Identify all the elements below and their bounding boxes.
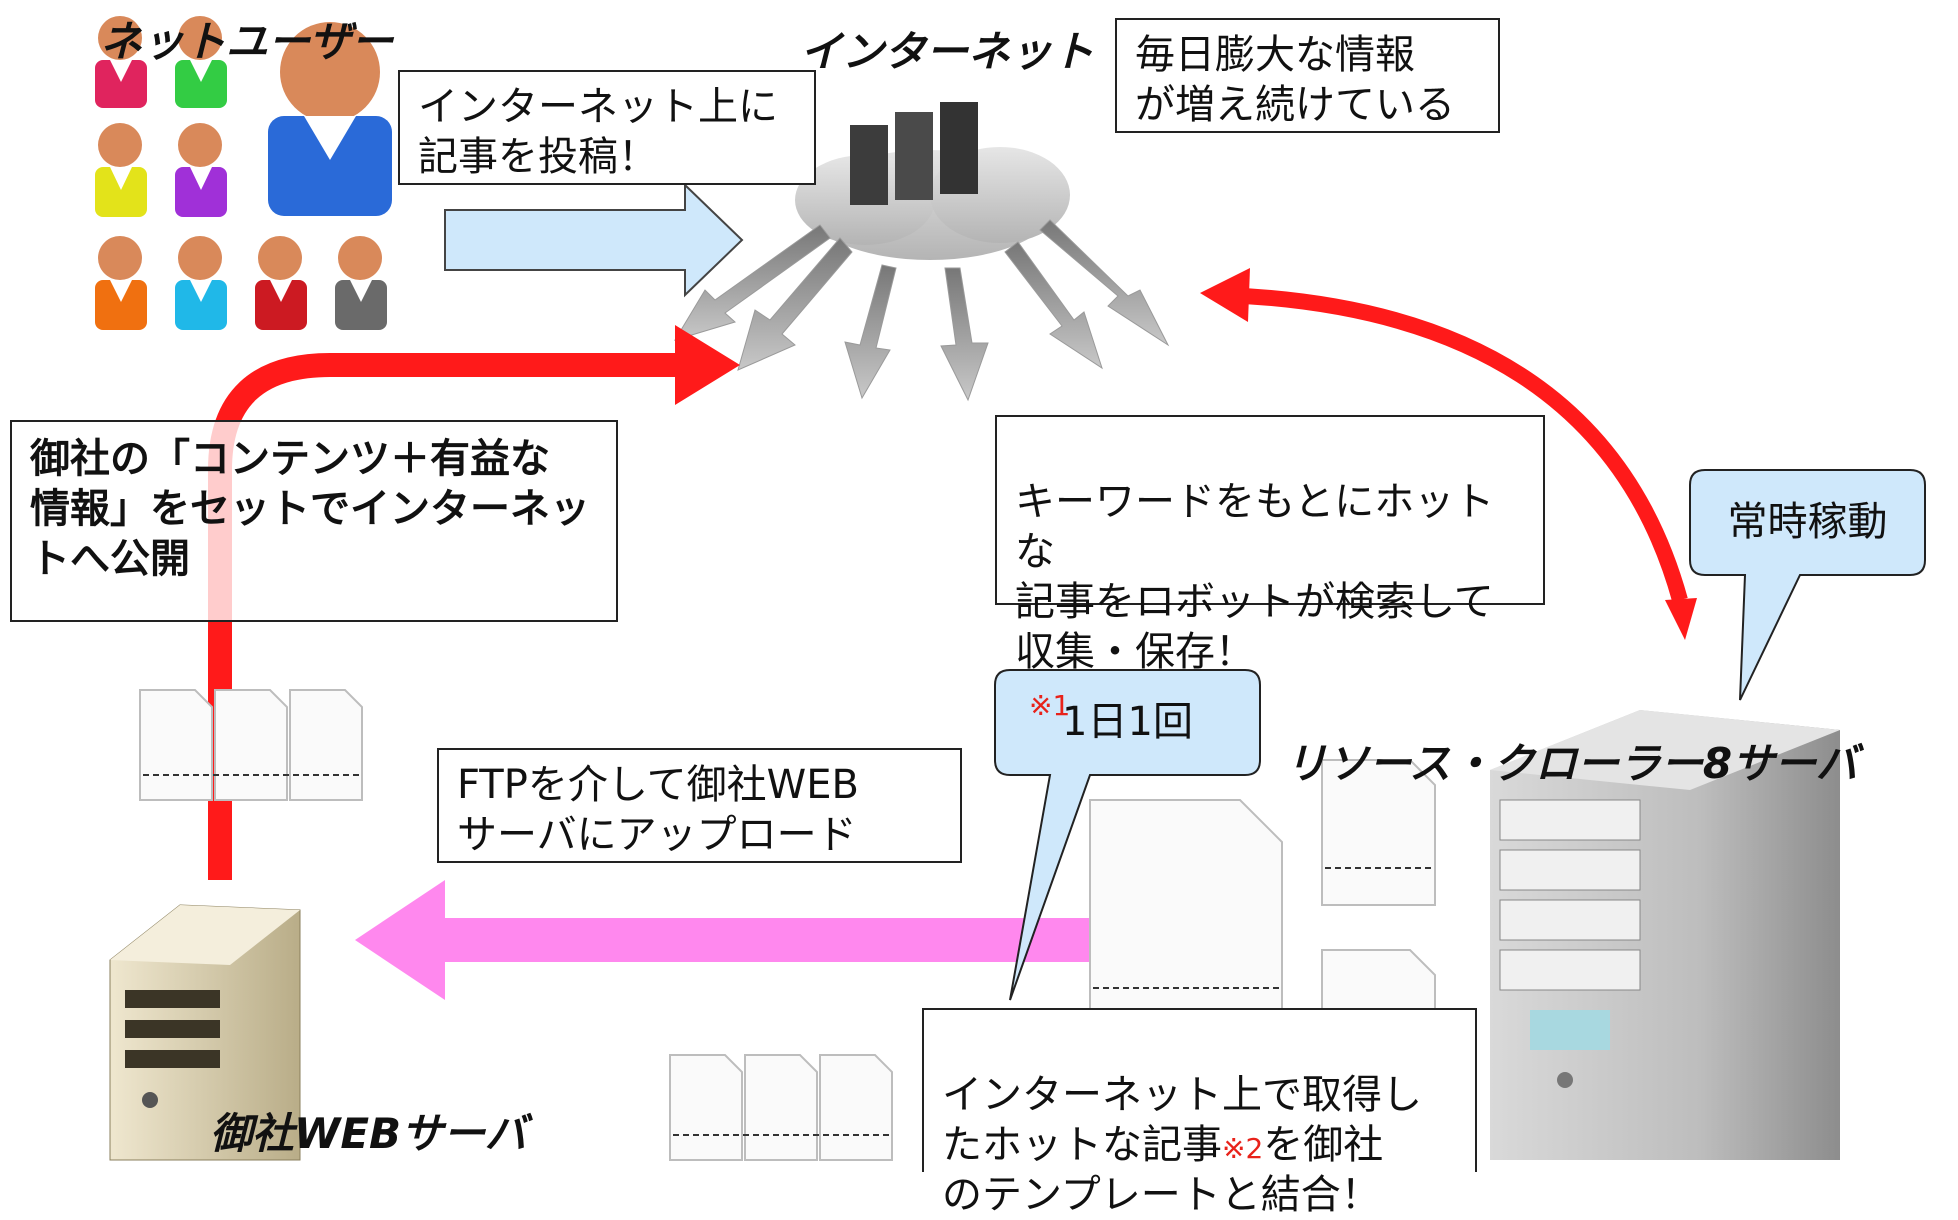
person-icon-darkred: [255, 236, 307, 330]
crawler-arrow: [1224, 287, 1688, 603]
combine-box: インターネット上で取得し たホットな記事※2を御社 のテンプレートと結合！: [922, 1008, 1477, 1218]
upload-arrow: [355, 880, 1095, 1000]
once-daily-callout: 1日1回: [1062, 699, 1193, 745]
crawler-arrow-head-top: [1200, 268, 1250, 322]
always-on-callout-shape: [1689, 469, 1926, 701]
net-users-label: ネットユーザー: [100, 17, 394, 66]
person-icon-cyan: [175, 236, 227, 330]
post-arrow: [444, 182, 744, 298]
info-growth-box: 毎日膨大な情報 が増え続けている: [1115, 18, 1500, 133]
publish-arrow-head: [675, 325, 740, 405]
robot-search-note: ※1: [1029, 689, 1071, 722]
web-server-label: 御社WEBサーバ: [210, 1109, 527, 1158]
document-icon-group-bottom: [669, 1054, 893, 1161]
document-icon-large: [1089, 799, 1283, 1021]
internet-label: インターネット: [800, 27, 1095, 76]
person-icon-blue-large: [268, 22, 392, 216]
person-icon-yellow: [95, 123, 147, 217]
person-icon-gray: [335, 236, 387, 330]
person-icon-red: [95, 16, 147, 108]
combine-note: ※2: [1222, 1132, 1264, 1165]
ftp-upload-box: FTPを介して御社WEB サーバにアップロード: [437, 748, 962, 863]
robot-search-text: キーワードをもとにホットな 記事をロボットが検索して 収集・保存！: [1015, 479, 1495, 675]
post-article-box: インターネット上に 記事を投稿！: [398, 70, 816, 185]
publish-box: 御社の「コンテンツ＋有益な 情報」をセットでインターネッ トへ公開: [10, 420, 618, 622]
always-on-callout: 常時稼動: [1727, 499, 1888, 545]
person-icon-purple: [175, 123, 227, 217]
combine-text-a: インターネット上で取得し たホットな記事: [942, 1072, 1422, 1168]
document-icon-group-left: [139, 689, 363, 801]
crawler-arrow-head-bottom: [1665, 598, 1697, 640]
cloud-servers-icon: [673, 102, 1170, 402]
crawler-server-label: リソース・クローラー8サーバ: [1285, 739, 1858, 788]
person-icon-orange: [95, 236, 147, 330]
robot-search-box: キーワードをもとにホットな 記事をロボットが検索して 収集・保存！ ※1: [995, 415, 1545, 722]
tower-server-icon: [1490, 710, 1840, 1160]
beige-server-icon: [109, 904, 301, 1161]
diagram: ネットユーザー インターネット リソース・クローラー8サーバ 御社WEBサーバ …: [10, 16, 1926, 1218]
once-daily-callout-shape: [994, 669, 1261, 1001]
net-users-group: [95, 16, 392, 330]
person-icon-green: [175, 16, 227, 108]
